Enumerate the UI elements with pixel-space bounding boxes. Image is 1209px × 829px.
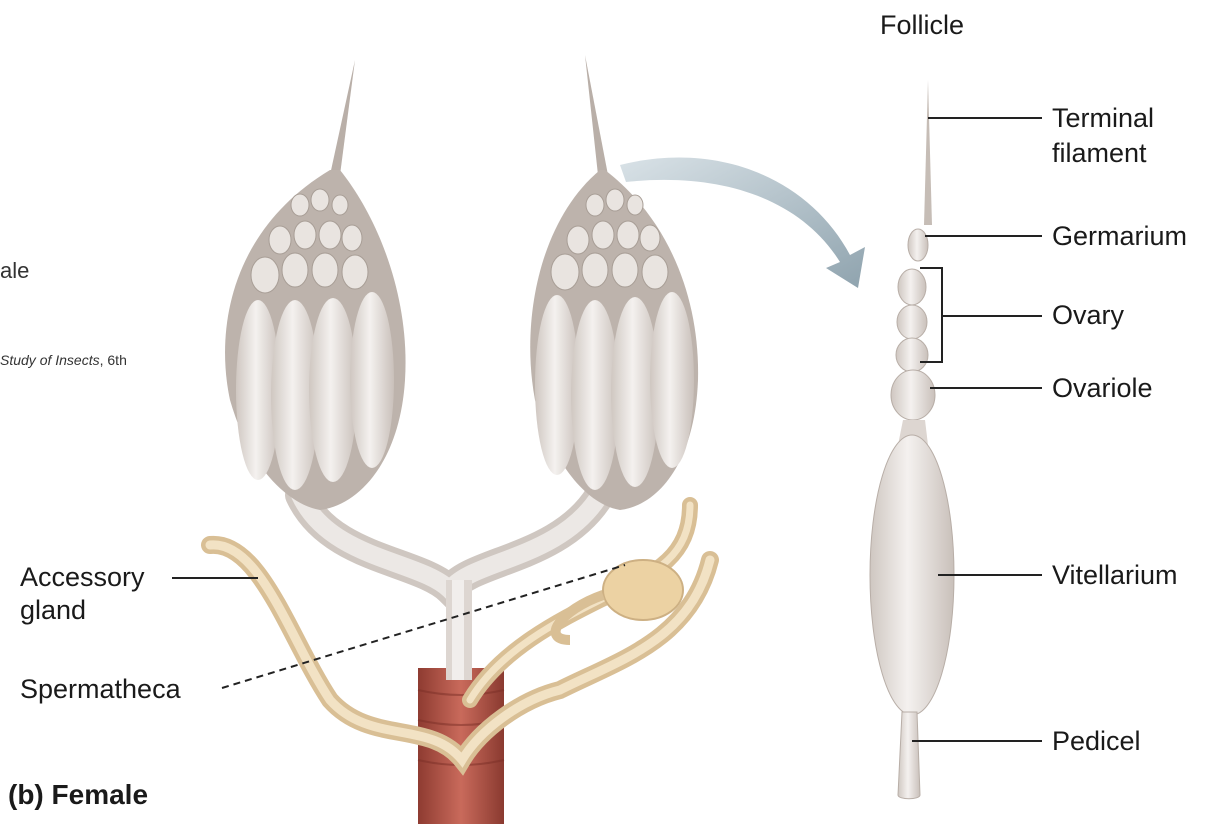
ovariole-detail bbox=[870, 80, 954, 799]
cropped-citation-rest: , 6th bbox=[100, 352, 127, 368]
right-ovary bbox=[530, 55, 698, 510]
label-terminal-filament-1: Terminal bbox=[1052, 101, 1154, 135]
label-ovariole: Ovariole bbox=[1052, 371, 1153, 405]
label-vitellarium: Vitellarium bbox=[1052, 558, 1178, 592]
label-germarium: Germarium bbox=[1052, 219, 1187, 253]
label-spermatheca: Spermatheca bbox=[20, 672, 181, 706]
cropped-citation: Study of Insects, 6th bbox=[0, 352, 127, 368]
cropped-citation-title: Study of Insects bbox=[0, 352, 100, 368]
label-ovary: Ovary bbox=[1052, 298, 1124, 332]
label-follicle: Follicle bbox=[880, 8, 964, 42]
label-accessory-gland-1: Accessory bbox=[20, 560, 145, 594]
label-pedicel: Pedicel bbox=[1052, 724, 1141, 758]
label-accessory-gland-2: gland bbox=[20, 593, 86, 627]
lateral-oviducts bbox=[300, 495, 600, 680]
left-ovary bbox=[225, 60, 406, 510]
label-terminal-filament-2: filament bbox=[1052, 136, 1147, 170]
panel-title: (b) Female bbox=[8, 778, 148, 812]
cropped-label: ale bbox=[0, 258, 29, 284]
